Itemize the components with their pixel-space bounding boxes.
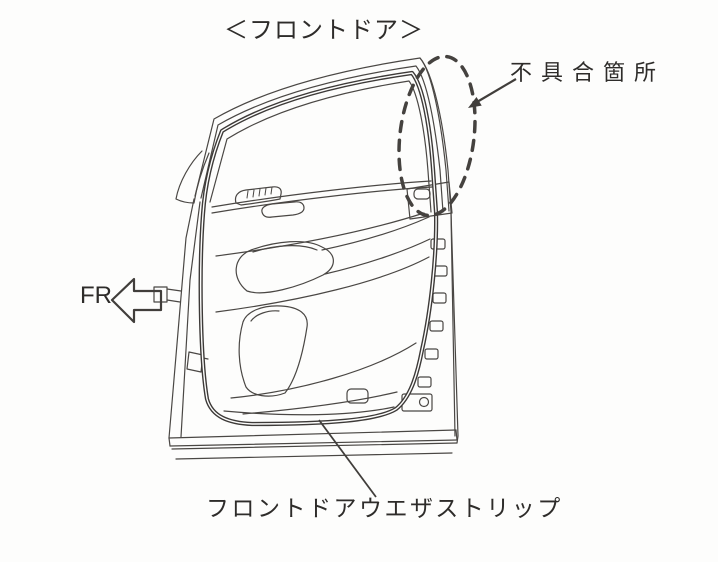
switch-ticks: [246, 186, 273, 199]
mirror-mount: [175, 150, 210, 204]
map-pocket: [238, 305, 308, 397]
window-switch-panel: [234, 186, 282, 206]
door-sill: [168, 429, 458, 460]
page-title: ＜フロントドア＞: [224, 17, 424, 44]
defect-highlight-ellipse: [397, 54, 477, 218]
pull-handle: [261, 201, 305, 218]
weatherstrip-leader-line: [318, 419, 377, 498]
front-edge: [153, 198, 209, 439]
trim-panel: [211, 180, 433, 416]
weatherstrip-label: フロントドアウエザストリップ: [206, 495, 563, 521]
window-frame: [194, 57, 450, 213]
defect-pointer-arrow: [468, 78, 517, 108]
weatherstrip-seal: [198, 70, 439, 427]
armrest: [235, 240, 334, 294]
defect-location-label: 不具合箇所: [510, 60, 666, 85]
door-body: [153, 57, 459, 460]
fr-arrow-icon: [110, 277, 163, 324]
fr-direction-label: FR: [80, 282, 112, 309]
